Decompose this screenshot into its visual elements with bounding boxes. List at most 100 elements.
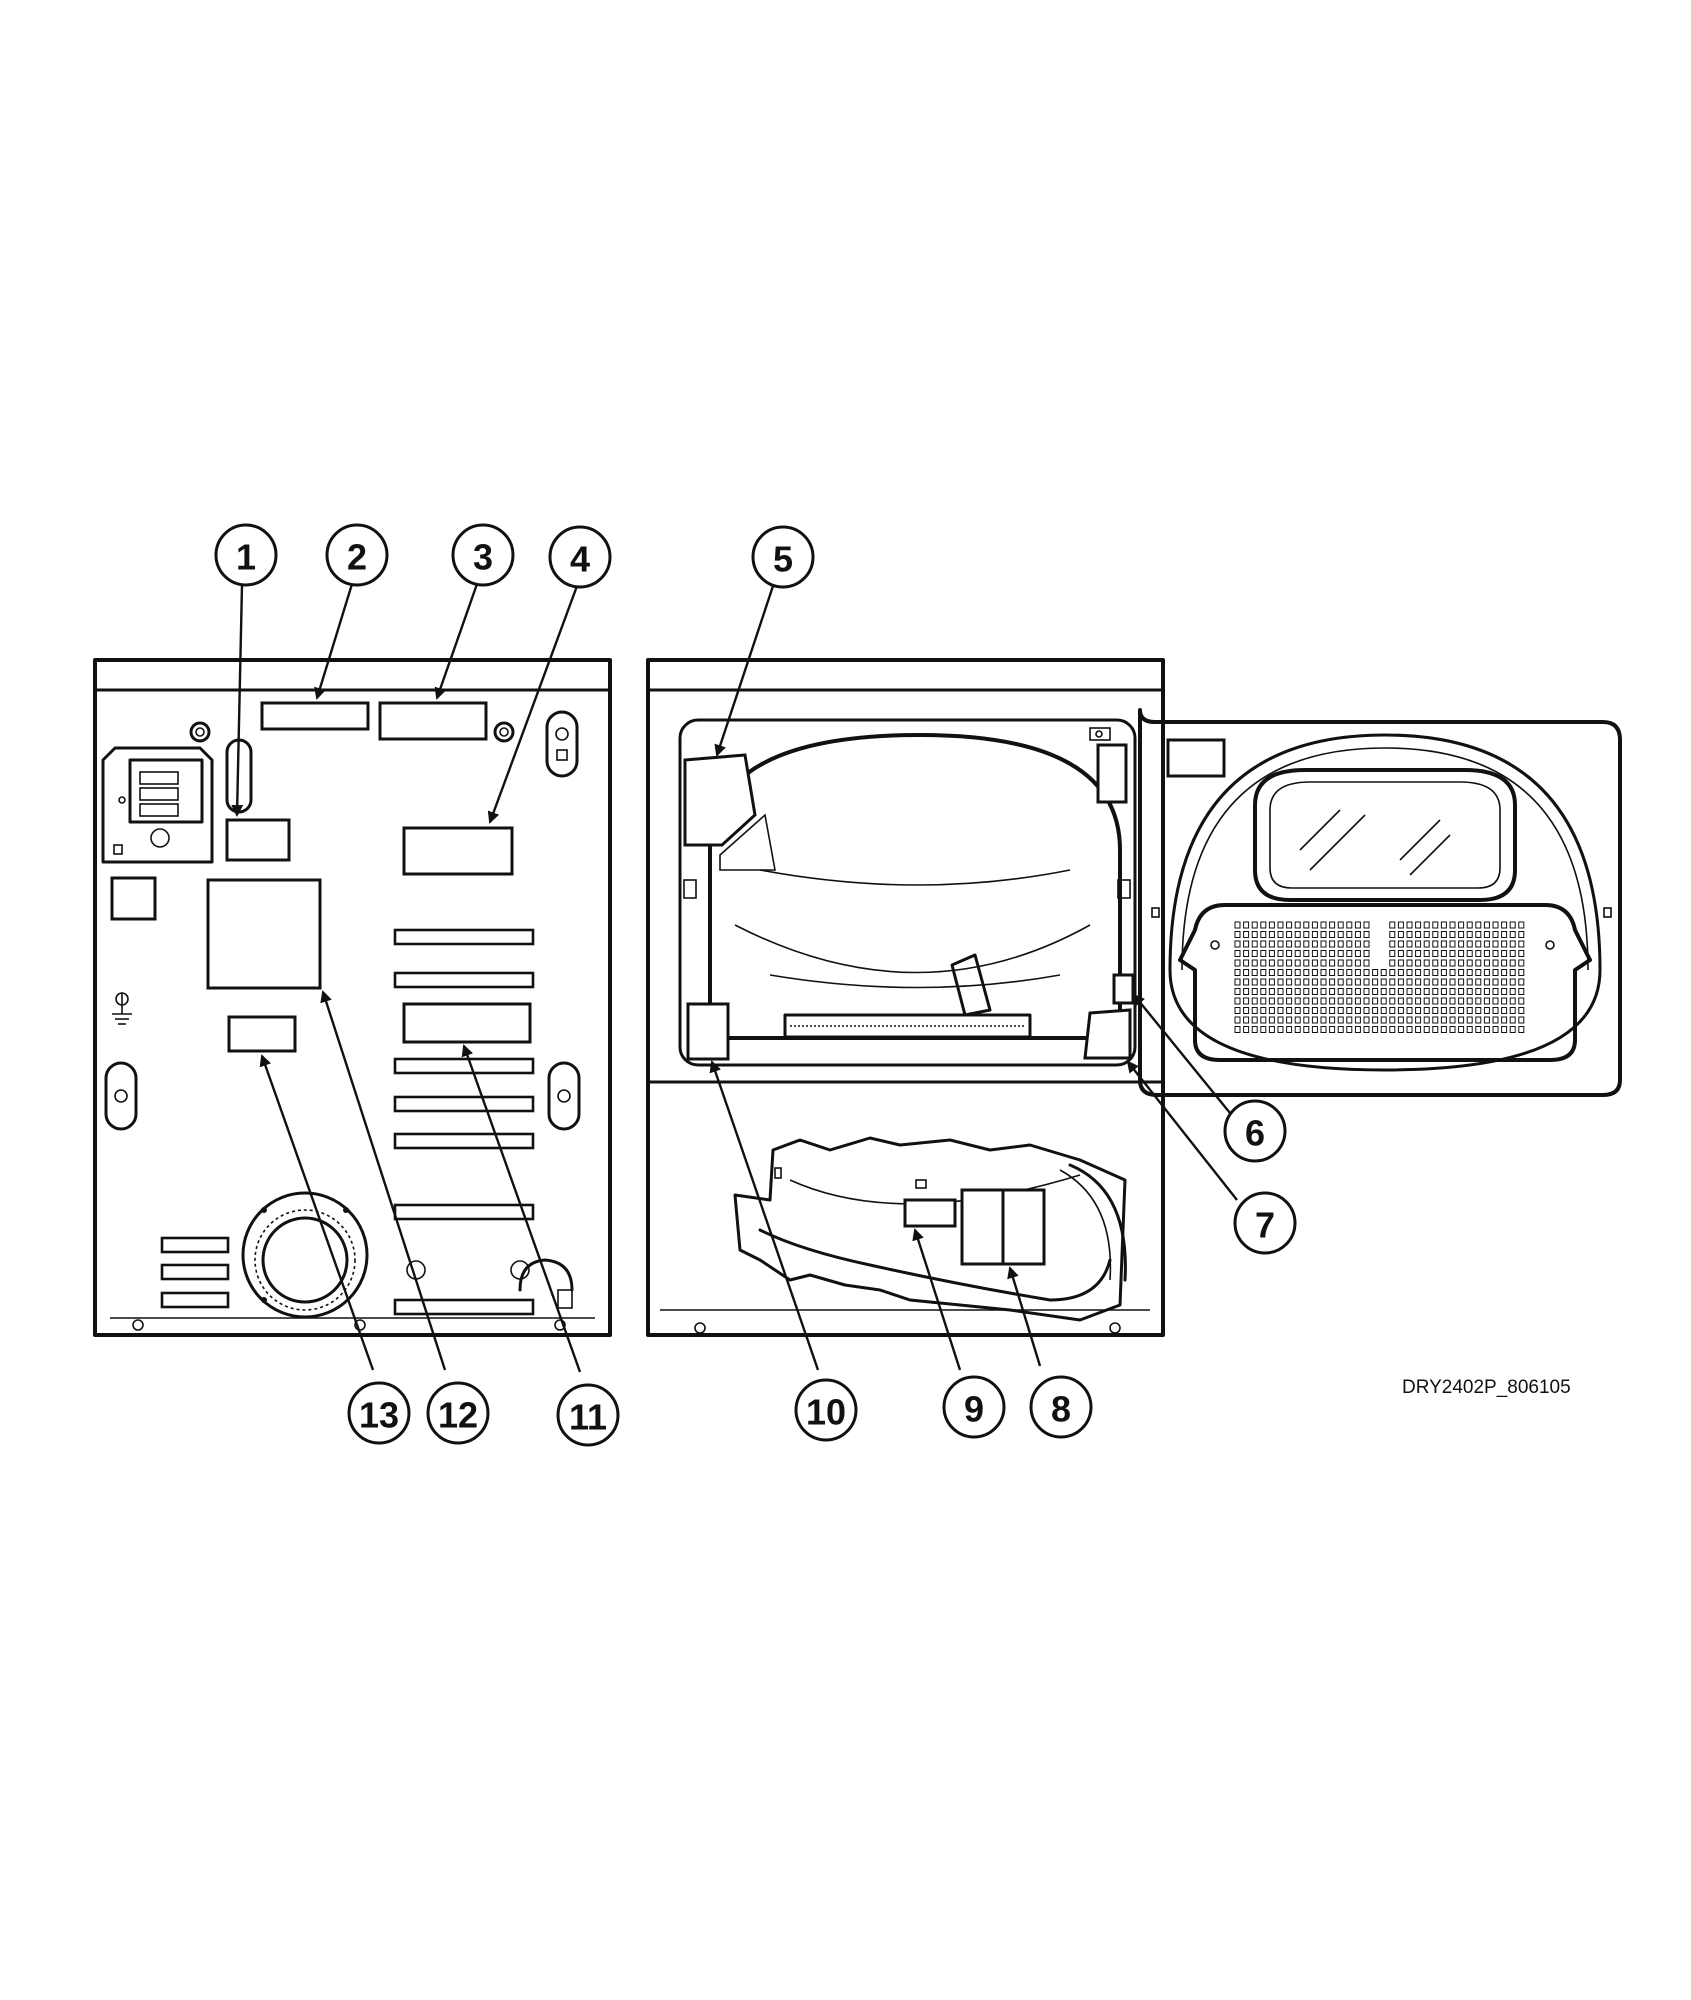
rear-leveling-foot-left-icon bbox=[104, 1061, 138, 1131]
grille-perforation bbox=[1372, 1007, 1379, 1014]
callout-4: 4 bbox=[548, 525, 612, 589]
grille-perforation bbox=[1277, 1016, 1284, 1024]
rear-label-1 bbox=[225, 818, 291, 862]
grille-perforation bbox=[1432, 988, 1439, 995]
rear-label-2 bbox=[260, 701, 370, 731]
grille-perforation bbox=[1277, 921, 1284, 929]
grille-perforation bbox=[1311, 950, 1318, 957]
svg-text:5: 5 bbox=[773, 539, 793, 580]
grille-perforation bbox=[1363, 1016, 1370, 1024]
grille-perforation bbox=[1509, 959, 1516, 967]
grille-perforation bbox=[1389, 1016, 1396, 1024]
grille-perforation bbox=[1432, 997, 1439, 1005]
grille-perforation bbox=[1303, 959, 1310, 967]
grille-perforation bbox=[1346, 997, 1353, 1005]
grille-perforation bbox=[1458, 1026, 1465, 1033]
grille-perforation bbox=[1440, 978, 1447, 986]
vent-slot bbox=[393, 971, 535, 989]
leader-12 bbox=[320, 990, 447, 1371]
grille-perforation bbox=[1337, 1016, 1344, 1024]
rear-label-12 bbox=[206, 878, 322, 990]
grille-perforation bbox=[1432, 921, 1439, 929]
grille-perforation bbox=[1415, 1007, 1422, 1014]
grille-perforation bbox=[1397, 988, 1404, 995]
grille-perforation bbox=[1294, 959, 1301, 967]
grille-perforation bbox=[1251, 969, 1258, 976]
grille-perforation bbox=[1346, 978, 1353, 986]
grille-perforation bbox=[1466, 997, 1473, 1005]
grille-perforation bbox=[1466, 931, 1473, 938]
rear-label-11 bbox=[402, 1002, 532, 1044]
grille-perforation bbox=[1260, 959, 1267, 967]
grille-perforation bbox=[1483, 950, 1490, 957]
grille-perforation bbox=[1518, 959, 1525, 967]
heater-assembly bbox=[733, 1136, 1127, 1322]
callout-11: 11 bbox=[556, 1383, 620, 1447]
grille-perforation bbox=[1501, 1026, 1508, 1033]
grille-perforation bbox=[1415, 940, 1422, 948]
grille-perforation bbox=[1329, 921, 1336, 929]
grille-perforation bbox=[1363, 1007, 1370, 1014]
grille-perforation bbox=[1277, 969, 1284, 976]
grille-perforation bbox=[1251, 997, 1258, 1005]
grille-perforation bbox=[1423, 921, 1430, 929]
grille-perforation bbox=[1363, 1026, 1370, 1033]
grille-perforation bbox=[1329, 931, 1336, 938]
grille-perforation bbox=[1440, 1026, 1447, 1033]
grille-perforation bbox=[1243, 978, 1250, 986]
grille-perforation bbox=[1509, 921, 1516, 929]
grille-perforation bbox=[1286, 969, 1293, 976]
grille-perforation bbox=[1354, 940, 1361, 948]
grille-perforation bbox=[1294, 950, 1301, 957]
grille-perforation bbox=[1286, 921, 1293, 929]
grille-perforation bbox=[1268, 1016, 1275, 1024]
grille-perforation bbox=[1449, 959, 1456, 967]
grille-perforation bbox=[1243, 921, 1250, 929]
grille-perforation bbox=[1303, 969, 1310, 976]
grille-perforation bbox=[1458, 1007, 1465, 1014]
grille-perforation bbox=[1286, 988, 1293, 995]
grille-perforation bbox=[1397, 978, 1404, 986]
grille-perforation bbox=[1475, 997, 1482, 1005]
svg-text:3: 3 bbox=[473, 537, 493, 578]
grille-perforation bbox=[1311, 1016, 1318, 1024]
grille-perforation bbox=[1397, 1016, 1404, 1024]
grille-perforation bbox=[1389, 1007, 1396, 1014]
figure-reference-code: DRY2402P_806105 bbox=[1402, 1377, 1571, 1398]
grille-perforation bbox=[1337, 1026, 1344, 1033]
grille-perforation bbox=[1286, 1026, 1293, 1033]
callout-10: 10 bbox=[794, 1378, 858, 1442]
grille-perforation bbox=[1415, 978, 1422, 986]
callout-3: 3 bbox=[451, 523, 515, 587]
grille-perforation bbox=[1501, 940, 1508, 948]
grille-perforation bbox=[1286, 931, 1293, 938]
grille-perforation bbox=[1449, 988, 1456, 995]
grille-perforation bbox=[1458, 950, 1465, 957]
rear-screw-right-icon bbox=[493, 721, 515, 743]
grille-perforation bbox=[1363, 997, 1370, 1005]
grille-perforation bbox=[1492, 969, 1499, 976]
grille-perforation bbox=[1234, 1007, 1241, 1014]
svg-text:11: 11 bbox=[569, 1397, 607, 1438]
grille-perforation bbox=[1458, 997, 1465, 1005]
grille-perforation bbox=[1449, 950, 1456, 957]
grille-perforation bbox=[1389, 997, 1396, 1005]
rear-vent-slots bbox=[160, 928, 535, 1316]
grille-perforation bbox=[1260, 921, 1267, 929]
grille-perforation bbox=[1320, 1016, 1327, 1024]
grille-perforation bbox=[1492, 988, 1499, 995]
grille-perforation bbox=[1415, 969, 1422, 976]
grille-perforation bbox=[1363, 988, 1370, 995]
grille-perforation bbox=[1475, 1007, 1482, 1014]
grille-perforation bbox=[1406, 1026, 1413, 1033]
grille-perforation bbox=[1234, 997, 1241, 1005]
grille-perforation bbox=[1320, 969, 1327, 976]
grille-perforation bbox=[1518, 931, 1525, 938]
grille-perforation bbox=[1415, 1016, 1422, 1024]
grille-perforation bbox=[1243, 959, 1250, 967]
grille-perforation bbox=[1251, 940, 1258, 948]
grille-perforation bbox=[1483, 997, 1490, 1005]
grille-perforation bbox=[1260, 950, 1267, 957]
grille-perforation bbox=[1251, 959, 1258, 967]
grille-perforation bbox=[1260, 1007, 1267, 1014]
